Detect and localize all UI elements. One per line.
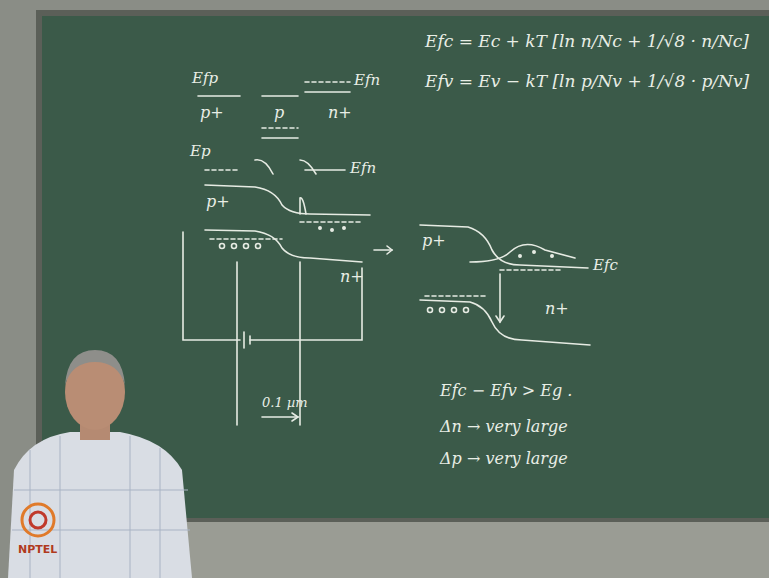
equation: Efv = Ev − kT [ln p/Nv + 1/√8 · p/Nv]	[425, 72, 749, 91]
logo-text: NPTEL	[18, 544, 57, 556]
note: Δn → very large	[440, 418, 568, 436]
region-label: n+	[340, 268, 364, 286]
region-label: n+	[545, 300, 569, 318]
energy-level-label: Ep	[190, 143, 211, 160]
energy-level-label: Efp	[192, 70, 218, 87]
condition-note: Efc − Efv > Eg .	[440, 382, 572, 400]
energy-level-label: Efc	[593, 257, 618, 274]
region-label: p	[274, 104, 284, 122]
energy-level-label: Efn	[350, 160, 376, 177]
region-label: p+	[422, 232, 446, 250]
note: Δp → very large	[440, 450, 568, 468]
region-label: n+	[328, 104, 352, 122]
region-label: p+	[200, 104, 224, 122]
energy-level-label: Efn	[354, 72, 380, 89]
dimension-label: 0.1 µm	[262, 396, 308, 410]
equation: Efc = Ec + kT [ln n/Nc + 1/√8 · n/Nc]	[425, 32, 749, 51]
region-label: p+	[206, 193, 230, 211]
